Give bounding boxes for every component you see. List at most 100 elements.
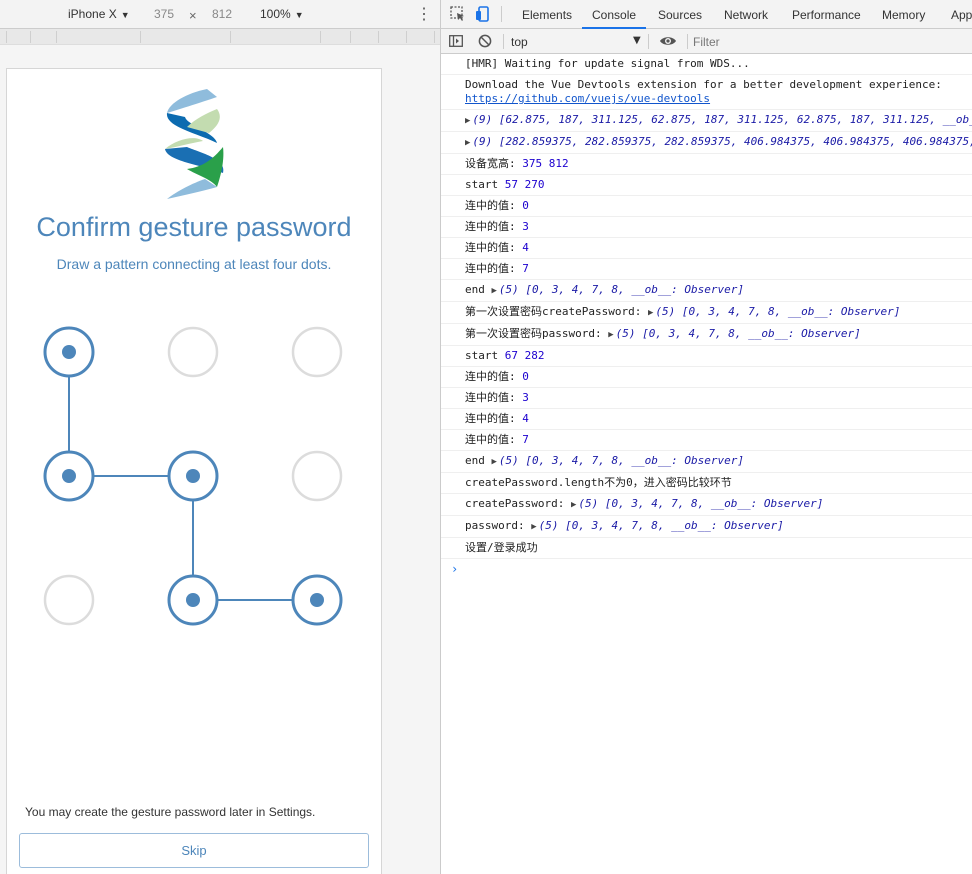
console-message-text: 设置/登录成功 [465,541,538,554]
context-select[interactable]: top [511,35,528,49]
console-message-value: 0 [522,199,529,212]
console-message: password: ▶(5) [0, 3, 4, 7, 8, __ob__: O… [441,516,972,538]
pattern-dot-5[interactable] [291,450,343,502]
console-sidebar-icon[interactable] [449,35,463,47]
console-message: end ▶(5) [0, 3, 4, 7, 8, __ob__: Observe… [441,280,972,302]
tab-elements[interactable]: Elements [522,8,573,22]
console-message-value: 4 [522,412,529,425]
console-prompt[interactable]: › [451,562,459,576]
console-message-value: 375 812 [522,157,569,170]
console-message-text: [HMR] Waiting for update signal from WDS… [465,57,750,70]
tab-network[interactable]: Network [724,8,769,22]
console-message-value: 67 282 [504,349,545,362]
page-title: Confirm gesture password [36,212,352,242]
more-options-icon[interactable]: ⋮ [416,6,432,23]
console-message: 设备宽高: 375 812 [441,154,972,175]
console-message-label: 连中的值: [465,262,523,275]
console-message-label: 连中的值: [465,391,523,404]
console-message-value: 7 [522,433,529,446]
expand-triangle-icon[interactable]: ▶ [491,286,497,296]
live-expression-eye-icon[interactable] [659,34,677,48]
console-object-preview[interactable]: (5) [0, 3, 4, 7, 8, __ob__: Observer] [498,454,744,467]
zoom-label: 100% [260,7,291,21]
console-message: ▶(9) [62.875, 187, 311.125, 62.875, 187,… [441,110,972,132]
console-message-label: 连中的值: [465,433,523,446]
expand-triangle-icon[interactable]: ▶ [608,330,614,340]
tab-app[interactable]: App [951,8,972,22]
console-message-label: createPassword: [465,497,571,510]
pattern-dot-1[interactable] [167,326,219,378]
console-message-value: 57 270 [504,178,545,191]
tab-sources[interactable]: Sources [658,8,703,22]
console-object-preview[interactable]: (5) [0, 3, 4, 7, 8, __ob__: Observer] [578,497,824,510]
console-object-preview[interactable]: (9) [282.859375, 282.859375, 282.859375,… [472,135,972,148]
console-message-label: start [465,349,505,362]
pattern-dot-center [186,469,200,483]
pattern-dot-2[interactable] [291,326,343,378]
skip-button[interactable]: Skip [19,833,369,868]
expand-triangle-icon[interactable]: ▶ [570,500,577,510]
tab-console[interactable]: Console [592,8,637,22]
bank-logo [165,89,224,199]
pattern-dot-center [310,593,324,607]
console-message: 连中的值: 4 [441,409,972,430]
console-object-preview[interactable]: (5) [0, 3, 4, 7, 8, __ob__: Observer] [655,305,901,318]
device-name-label: iPhone X [68,7,117,21]
ruler-tick [350,31,351,43]
tab-performance[interactable]: Performance [792,8,861,22]
gesture-pattern-grid[interactable] [7,69,381,769]
device-toggle-icon[interactable] [474,5,492,23]
ruler-tick [320,31,321,43]
console-message-label: 第一次设置密码password: [465,327,609,340]
zoom-select[interactable]: 100%▼ [260,7,304,21]
console-filter-input[interactable] [693,33,963,51]
console-object-preview[interactable]: (9) [62.875, 187, 311.125, 62.875, 187, … [472,113,972,126]
console-message-label: 连中的值: [465,220,523,233]
phone-screen: Confirm gesture password Draw a pattern … [6,68,382,874]
expand-triangle-icon[interactable]: ▶ [465,138,471,148]
pattern-dot-6[interactable] [43,574,95,626]
pattern-dot-center [62,345,76,359]
console-object-preview[interactable]: (5) [0, 3, 4, 7, 8, __ob__: Observer] [538,519,784,532]
device-height-input[interactable]: 812 [212,7,233,21]
expand-triangle-icon[interactable]: ▶ [465,116,471,126]
pattern-dot-center [186,593,200,607]
console-message-value: 3 [522,220,529,233]
console-message: 连中的值: 3 [441,217,972,238]
console-link[interactable]: https://github.com/vuejs/vue-devtools [465,92,711,105]
console-message-label: password: [465,519,532,532]
inspect-element-icon[interactable] [449,5,467,23]
pattern-dot-center [62,469,76,483]
ruler-tick [434,31,435,43]
console-message-label: 连中的值: [465,370,523,383]
media-query-ruler [0,29,440,45]
panel-divider[interactable] [440,0,441,874]
expand-triangle-icon[interactable]: ▶ [647,308,654,318]
console-message: start 67 282 [441,346,972,367]
device-width-input[interactable]: 375 [154,7,175,21]
later-settings-note: You may create the gesture password late… [25,805,316,819]
console-message: end ▶(5) [0, 3, 4, 7, 8, __ob__: Observe… [441,451,972,473]
ruler-tick [230,31,231,43]
toolbar-separator [648,34,649,49]
console-message: createPassword: ▶(5) [0, 3, 4, 7, 8, __o… [441,494,972,516]
tab-memory[interactable]: Memory [882,8,926,22]
console-object-preview[interactable]: (5) [0, 3, 4, 7, 8, __ob__: Observer] [498,283,744,296]
console-object-preview[interactable]: (5) [0, 3, 4, 7, 8, __ob__: Observer] [615,327,861,340]
console-message: ▶(9) [282.859375, 282.859375, 282.859375… [441,132,972,154]
ruler-tick [406,31,407,43]
expand-triangle-icon[interactable]: ▶ [531,522,537,532]
console-message-label: 连中的值: [465,412,523,425]
expand-triangle-icon[interactable]: ▶ [491,457,497,467]
device-toolbar: iPhone X▼ 375 × 812 100%▼ ⋮ [0,0,440,29]
console-message: 连中的值: 4 [441,238,972,259]
ruler-tick [6,31,7,43]
console-message-label: 设备宽高: [465,157,523,170]
console-message: 连中的值: 3 [441,388,972,409]
device-select[interactable]: iPhone X▼ [68,7,130,21]
chevron-down-icon[interactable]: ▼ [633,35,641,46]
console-message-label: start [465,178,505,191]
console-message: 连中的值: 0 [441,196,972,217]
ruler-tick [56,31,57,43]
clear-console-icon[interactable] [478,34,492,48]
